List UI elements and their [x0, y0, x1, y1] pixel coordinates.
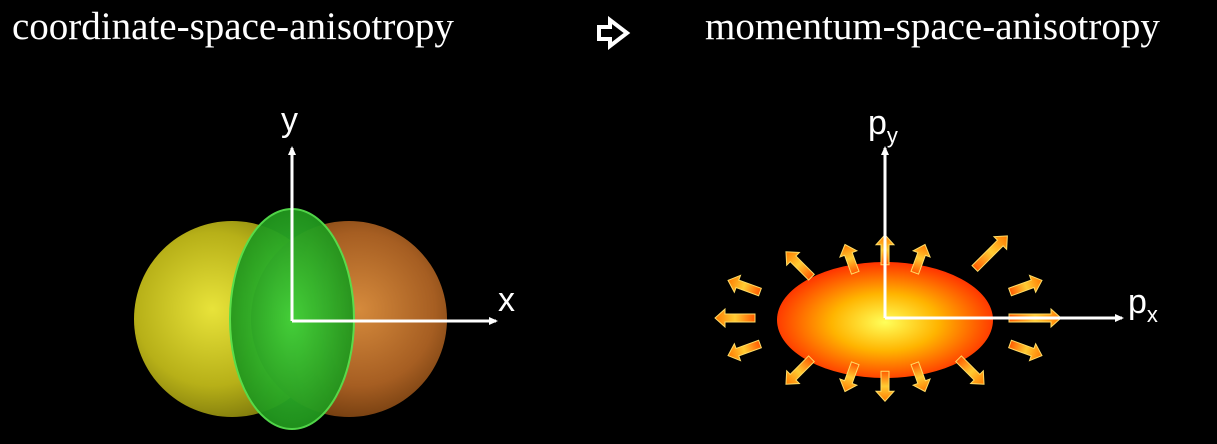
- px-axis-letter: p: [1128, 283, 1147, 321]
- py-axis-label: py: [868, 104, 898, 148]
- px-axis-label: px: [1128, 283, 1158, 327]
- flow-arrow: [968, 230, 1013, 275]
- flow-arrow: [1007, 272, 1045, 301]
- flow-arrow: [715, 309, 755, 327]
- py-axis-letter: p: [868, 104, 887, 142]
- flow-arrow: [1007, 336, 1045, 365]
- py-axis-subscript: y: [887, 123, 898, 148]
- right-panel: px py: [715, 104, 1158, 401]
- x-axis-label: x: [498, 281, 515, 319]
- px-axis-subscript: x: [1147, 302, 1158, 327]
- flow-arrow: [725, 336, 763, 365]
- y-axis-label: y: [281, 101, 298, 139]
- left-panel: x y: [134, 101, 515, 429]
- flow-arrow: [725, 272, 763, 301]
